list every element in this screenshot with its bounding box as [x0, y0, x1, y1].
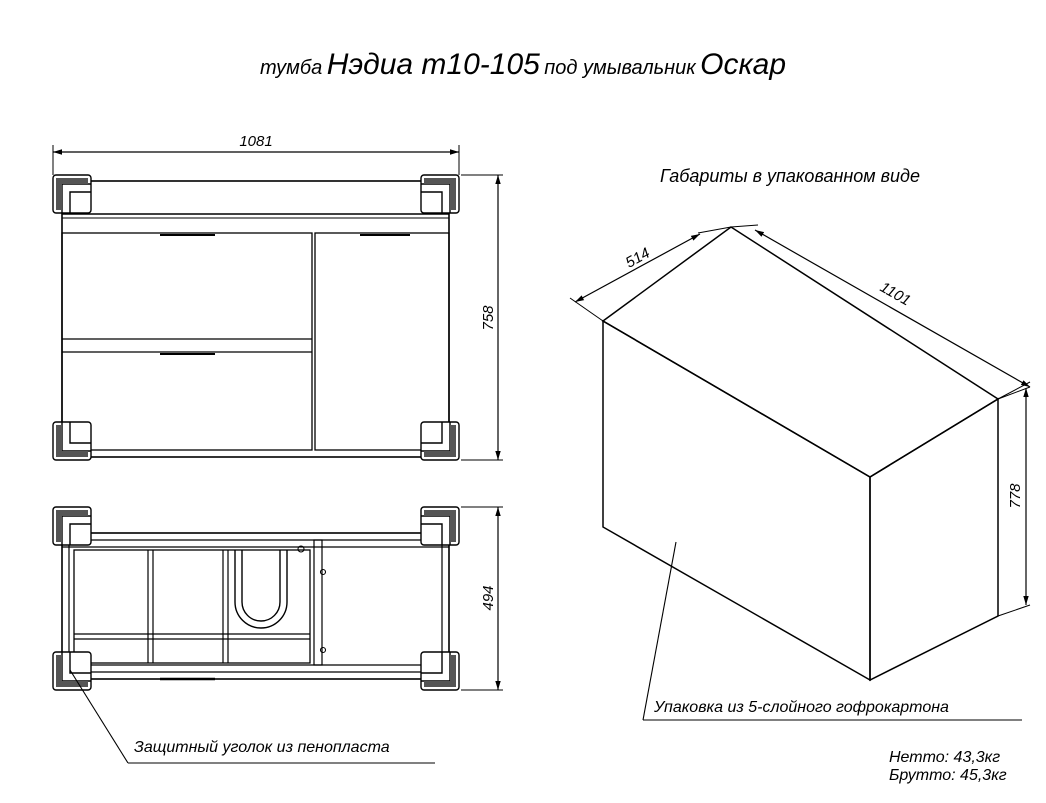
front-view: [52, 174, 460, 461]
dimension-top-depth: 494: [461, 506, 503, 691]
title-model: Нэдиа т10-105: [326, 48, 540, 81]
foam-corner-icon: [52, 174, 92, 214]
dimension-label-514: 514: [623, 245, 653, 272]
net-weight: Нетто: 43,3кг: [889, 749, 1000, 766]
dimension-front-width: 1081: [52, 133, 460, 175]
gross-weight: Брутто: 45,3кг: [889, 767, 1007, 784]
drawing-title: тумба Нэдиа т10-105 под умывальник Оскар: [0, 48, 1046, 82]
dimension-label-758: 758: [480, 305, 497, 331]
box-front-face: [602, 319, 871, 682]
foam-corner-icon: [420, 421, 460, 461]
top-outline: [61, 532, 450, 680]
package-box: [601, 226, 1000, 682]
foam-corner-icon: [52, 506, 92, 546]
foam-corner-icon: [420, 506, 460, 546]
title-sink-model: Оскар: [700, 48, 787, 81]
front-outline: [61, 180, 450, 458]
dimension-box-height: 778: [997, 386, 1031, 617]
foam-corner-icon: [52, 421, 92, 461]
packaging-label: Упаковка из 5-слойного гофрокартона: [653, 699, 949, 716]
foam-corner-icon: [420, 651, 460, 691]
dimension-label-778: 778: [1007, 483, 1024, 509]
box-top-face: [601, 226, 1000, 478]
dimension-box-depth: 514: [569, 226, 732, 322]
title-part-3: под умывальник: [544, 57, 696, 79]
top-view: [52, 506, 460, 691]
title-part-1: тумба: [259, 57, 323, 79]
corner-label: Защитный уголок из пенопласта: [134, 739, 390, 756]
front-drawers: [61, 232, 313, 451]
dimension-label-494: 494: [480, 585, 497, 610]
dimension-label-1101: 1101: [877, 279, 913, 310]
dimension-box-width: 1101: [730, 224, 1031, 400]
foam-corner-icon: [420, 174, 460, 214]
package-dims-heading: Габариты в упакованном виде: [660, 166, 920, 186]
siphon-cutout: [234, 550, 288, 629]
front-door: [314, 232, 450, 451]
dimension-label-1081: 1081: [239, 133, 272, 150]
box-side-face: [869, 397, 999, 682]
dimension-front-height: 758: [461, 174, 503, 461]
foam-corner-icon: [52, 651, 92, 691]
